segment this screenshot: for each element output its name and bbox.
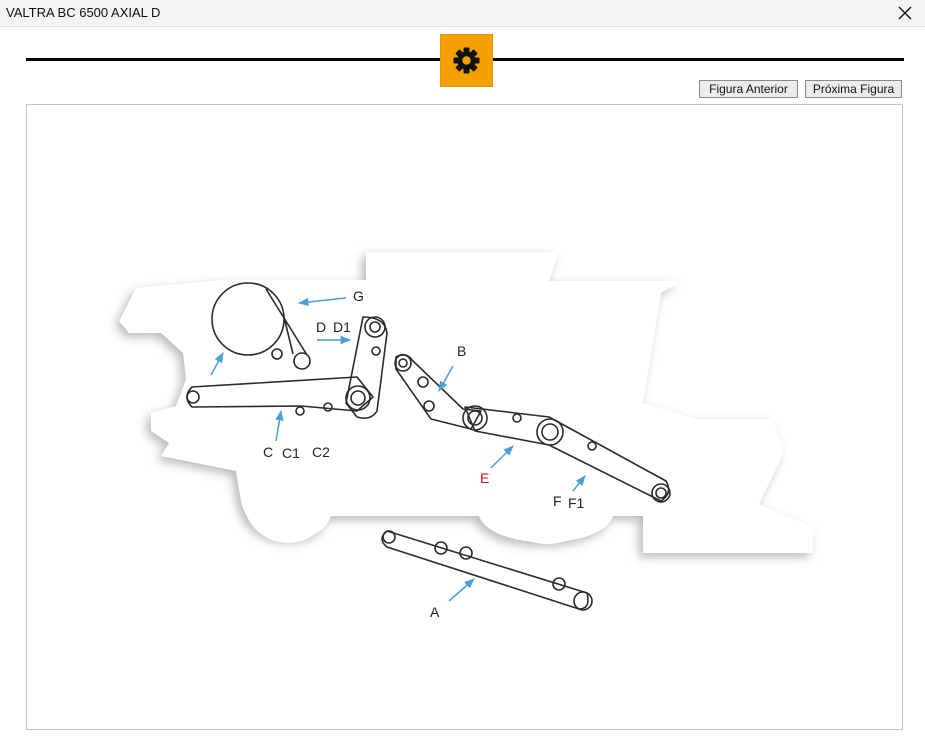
belt-a (381, 530, 593, 611)
label-g: G (353, 288, 364, 304)
arrow-b (438, 365, 454, 392)
arrow-g (297, 297, 347, 307)
settings-button[interactable] (440, 34, 493, 87)
belt-e (464, 406, 671, 503)
harvester-silhouette (115, 252, 813, 557)
window-title: VALTRA BC 6500 AXIAL D (6, 5, 161, 20)
figure-panel: G D D1 B C C1 C2 E F F1 A (26, 104, 903, 730)
close-button[interactable] (885, 0, 925, 26)
belt-c (186, 376, 374, 416)
title-bar: VALTRA BC 6500 AXIAL D (0, 0, 925, 27)
belt-d (345, 316, 388, 419)
label-c1: C1 (282, 445, 300, 461)
belt-diagram: G D D1 B C C1 C2 E F F1 A (115, 252, 813, 620)
gear-icon (453, 47, 480, 74)
label-c2: C2 (312, 444, 330, 460)
label-d1: D1 (333, 319, 351, 335)
arrow-a (448, 578, 475, 602)
part-labels: G D D1 B C C1 C2 E F F1 A (263, 288, 585, 620)
belt-drives (186, 282, 671, 611)
arrow-c (275, 409, 284, 442)
belt-b (394, 353, 522, 431)
label-f1: F1 (568, 495, 585, 511)
indicator-arrows (210, 297, 586, 602)
label-f: F (553, 493, 562, 509)
previous-figure-button[interactable]: Figura Anterior (699, 80, 798, 98)
label-a: A (430, 604, 440, 620)
belt-g (211, 282, 311, 370)
close-icon (898, 6, 912, 20)
next-figure-button[interactable]: Próxima Figura (805, 80, 902, 98)
label-b: B (457, 343, 466, 359)
label-d: D (316, 319, 326, 335)
label-c: C (263, 444, 273, 460)
arrow-f (572, 475, 586, 492)
arrow-g-lower (210, 352, 224, 376)
label-e: E (480, 470, 489, 486)
arrow-e (490, 445, 514, 469)
